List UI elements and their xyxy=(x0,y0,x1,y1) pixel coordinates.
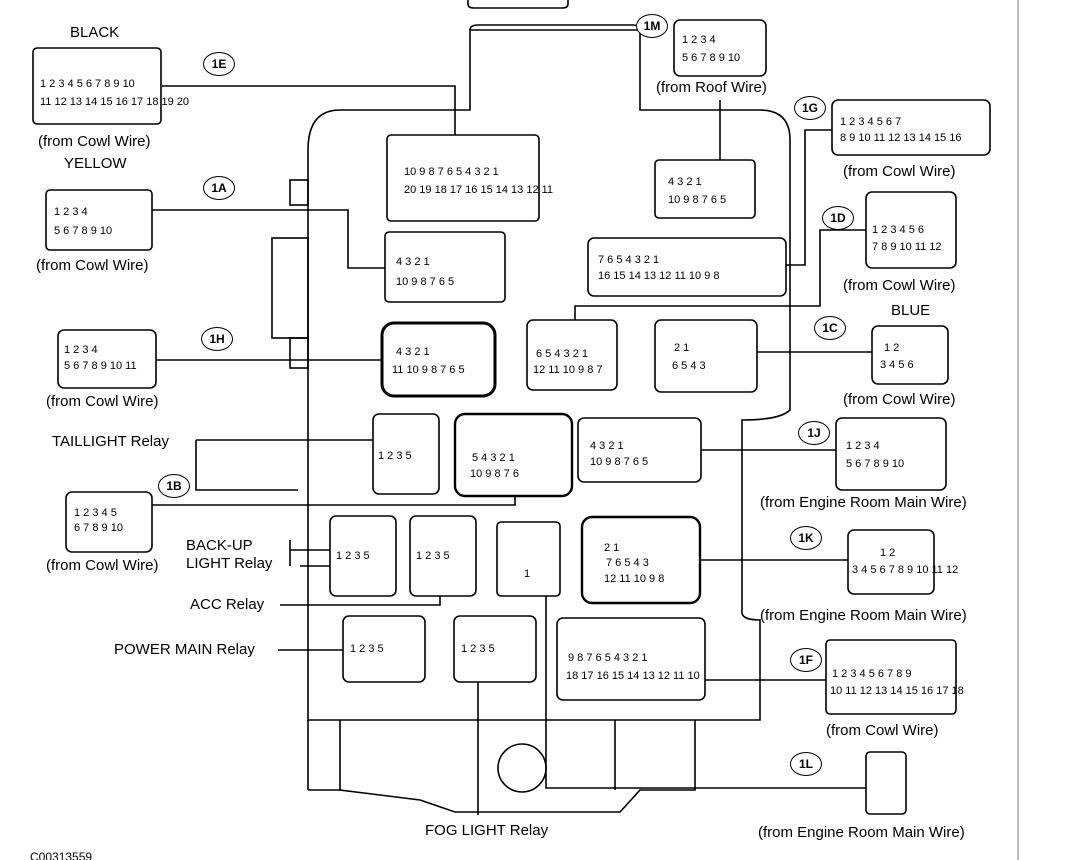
connector-1l-badge: 1L xyxy=(790,752,822,776)
figure-code: C00313559 xyxy=(30,850,93,860)
pins-1e-bottom: 11 12 13 14 15 16 17 18 19 20 xyxy=(40,96,190,108)
pins-box-1l: 1 xyxy=(524,568,531,580)
pins-1f-top: 1 2 3 4 5 6 7 8 9 xyxy=(832,668,912,680)
connector-1j-badge: 1J xyxy=(798,421,830,445)
acc-relay-label: ACC Relay xyxy=(190,596,265,613)
pins-1b-bottom: 6 7 8 9 10 xyxy=(74,522,123,534)
connector-1a-badge: 1A xyxy=(203,176,235,200)
taillight-relay-pins: 1 2 3 5 xyxy=(378,450,412,462)
connector-1d-source: (from Cowl Wire) xyxy=(843,277,956,294)
pins-box-1g-top: 7 6 5 4 3 2 1 xyxy=(598,254,660,266)
connector-1d-badge: 1D xyxy=(822,206,854,230)
connector-1e-color: BLACK xyxy=(70,24,120,41)
connector-1c-source: (from Cowl Wire) xyxy=(843,391,956,408)
pins-1h-top: 1 2 3 4 xyxy=(64,344,98,356)
pins-box-1j-bottom: 10 9 8 7 6 5 xyxy=(590,456,649,468)
connector-1h-source: (from Cowl Wire) xyxy=(46,393,159,410)
pins-box-1g-bottom: 16 15 14 13 12 11 10 9 8 xyxy=(598,270,720,282)
connector-1f-badge: 1F xyxy=(790,648,822,672)
pins-1g-bottom: 8 9 10 11 12 13 14 15 16 xyxy=(840,132,962,144)
connector-1h-badge: 1H xyxy=(201,327,233,351)
pins-box-1f-top: 9 8 7 6 5 4 3 2 1 xyxy=(568,652,648,664)
connector-1e-badge: 1E xyxy=(203,52,235,76)
connector-1l-source: (from Engine Room Main Wire) xyxy=(758,824,965,841)
pins-1a-bottom: 5 6 7 8 9 10 xyxy=(54,225,113,237)
pins-1e-top: 1 2 3 4 5 6 7 8 9 10 xyxy=(40,78,135,90)
connector-1m-source: (from Roof Wire) xyxy=(656,79,767,96)
power-main-relay-label: POWER MAIN Relay xyxy=(114,641,255,658)
connector-1m-badge: 1M xyxy=(636,14,668,38)
pins-1m-bottom: 5 6 7 8 9 10 xyxy=(682,52,741,64)
connector-1k-badge: 1K xyxy=(790,526,822,550)
pins-box-1j-top: 4 3 2 1 xyxy=(590,440,624,452)
pins-1c-bottom: 3 4 5 6 xyxy=(880,359,914,371)
backup-relay-label-line2: LIGHT Relay xyxy=(186,555,273,572)
pins-1d-bottom: 7 8 9 10 11 12 xyxy=(872,241,942,253)
connector-1b-source: (from Cowl Wire) xyxy=(46,557,159,574)
pins-box-1f-bottom: 18 17 16 15 14 13 12 11 10 xyxy=(566,670,700,682)
fog-light-relay-pins: 1 2 3 5 xyxy=(461,643,495,655)
pins-box-1h-bottom: 11 10 9 8 7 6 5 xyxy=(392,364,465,376)
pins-box-1a-bottom: 10 9 8 7 6 5 xyxy=(396,276,455,288)
pins-1m-top: 1 2 3 4 xyxy=(682,34,716,46)
pins-1j-bottom: 5 6 7 8 9 10 xyxy=(846,458,905,470)
pins-1h-bottom: 5 6 7 8 9 10 11 xyxy=(64,360,137,372)
pins-box-1d-bottom: 12 11 10 9 8 7 xyxy=(533,364,603,376)
pins-1c-top: 1 2 xyxy=(884,342,900,354)
pins-box-1e-top: 10 9 8 7 6 5 4 3 2 1 xyxy=(404,166,499,178)
pins-box-1h-top: 4 3 2 1 xyxy=(396,346,430,358)
connector-1b-badge: 1B xyxy=(158,474,190,498)
connector-1a-source: (from Cowl Wire) xyxy=(36,257,149,274)
backup-relay-pins: 1 2 3 5 xyxy=(336,550,370,562)
pins-box-1e-bottom: 20 19 18 17 16 15 14 13 12 11 xyxy=(404,184,554,196)
connector-1c-color: BLUE xyxy=(891,302,931,319)
connector-1f-source: (from Cowl Wire) xyxy=(826,722,939,739)
backup-relay-label-line1: BACK-UP xyxy=(186,537,253,554)
pins-box-1k-top: 2 1 xyxy=(604,542,620,554)
fog-light-relay-label: FOG LIGHT Relay xyxy=(425,822,549,839)
pins-box-1a-top: 4 3 2 1 xyxy=(396,256,430,268)
pins-1d-top: 1 2 3 4 5 6 xyxy=(872,224,924,236)
taillight-relay-label: TAILLIGHT Relay xyxy=(52,433,169,450)
pins-box-1m-top: 4 3 2 1 xyxy=(668,176,702,188)
pins-box-1b-top: 5 4 3 2 1 xyxy=(472,452,515,464)
pins-1k-top: 1 2 xyxy=(880,547,896,559)
connector-1g-badge: 1G xyxy=(794,96,826,120)
pins-box-1k-middle: 7 6 5 4 3 xyxy=(606,557,649,569)
pins-1g-top: 1 2 3 4 5 6 7 xyxy=(840,116,902,128)
connector-1e-source: (from Cowl Wire) xyxy=(38,133,151,150)
pins-box-1k-bottom: 12 11 10 9 8 xyxy=(604,573,665,585)
connector-1c-badge: 1C xyxy=(814,316,846,340)
pins-box-1c-top: 2 1 xyxy=(674,342,690,354)
connector-1k-source: (from Engine Room Main Wire) xyxy=(760,607,967,624)
pins-box-1c-bottom: 6 5 4 3 xyxy=(672,360,706,372)
pins-box-1d-top: 6 5 4 3 2 1 xyxy=(536,348,588,360)
power-main-relay-pins: 1 2 3 5 xyxy=(350,643,384,655)
pins-1f-bottom: 10 11 12 13 14 15 16 17 18 xyxy=(830,685,964,697)
pins-1j-top: 1 2 3 4 xyxy=(846,440,880,452)
pins-1k-bottom: 3 4 5 6 7 8 9 10 11 12 xyxy=(852,564,959,576)
pins-1a-top: 1 2 3 4 xyxy=(54,206,88,218)
pins-1b-top: 1 2 3 4 5 xyxy=(74,507,117,519)
connector-1a-color: YELLOW xyxy=(64,155,127,172)
acc-relay-pins: 1 2 3 5 xyxy=(416,550,450,562)
connector-1j-source: (from Engine Room Main Wire) xyxy=(760,494,967,511)
connector-1g-source: (from Cowl Wire) xyxy=(843,163,956,180)
pins-box-1b-bottom: 10 9 8 7 6 xyxy=(470,468,519,480)
pins-box-1m-bottom: 10 9 8 7 6 5 xyxy=(668,194,727,206)
